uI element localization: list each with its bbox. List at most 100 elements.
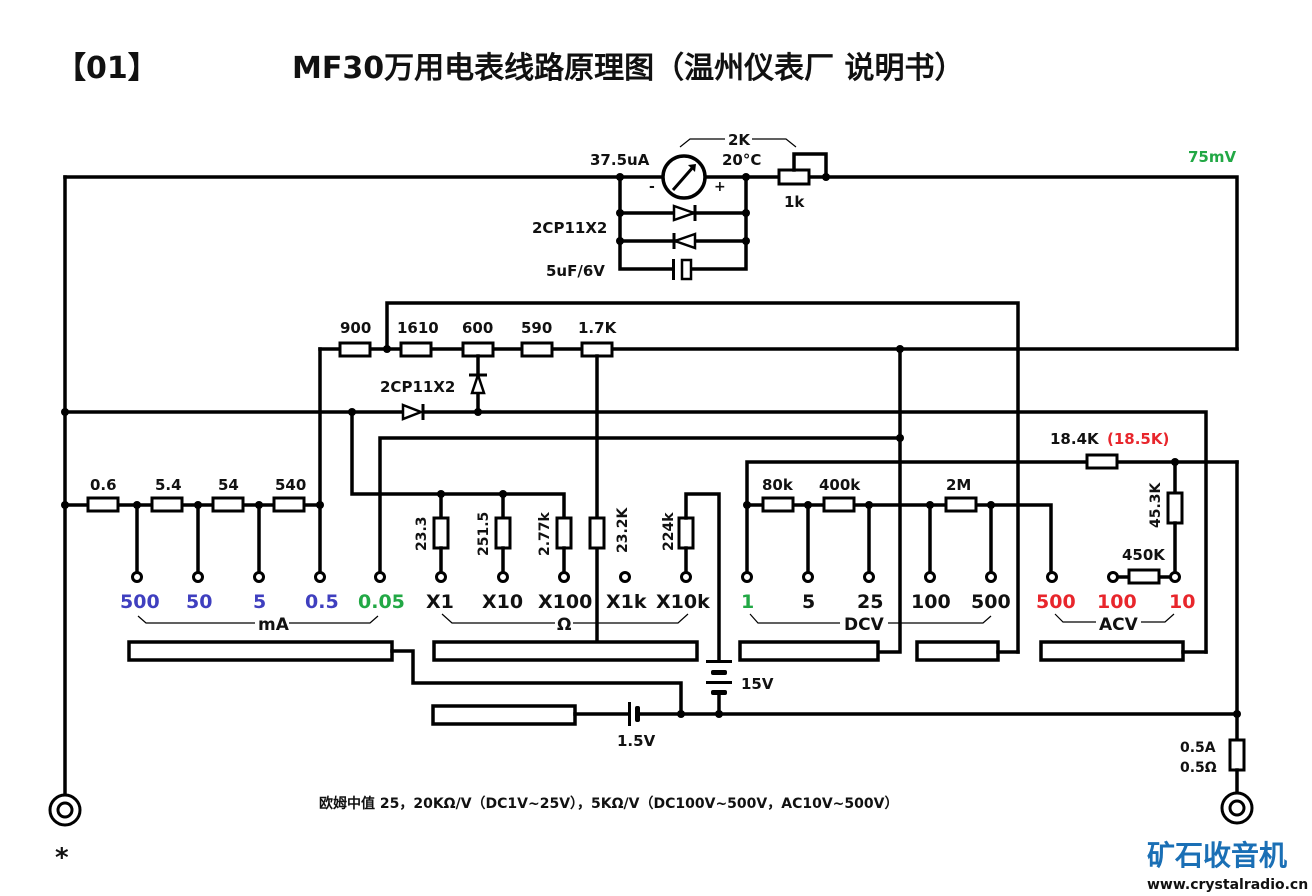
range-terminal-acv-10[interactable] xyxy=(1169,571,1181,583)
resistor-label: 54 xyxy=(218,476,239,494)
switch-contact-acv[interactable] xyxy=(1039,640,1185,662)
range-terminal-dcv-1[interactable] xyxy=(741,571,753,583)
fuse-current-label: 0.5A xyxy=(1180,740,1216,756)
brace-line xyxy=(1054,613,1096,623)
group-label-ma: mA xyxy=(258,615,290,635)
brace-line xyxy=(441,613,555,624)
group-label-acv: ACV xyxy=(1099,615,1139,635)
resistor-label: 600 xyxy=(462,319,493,337)
switch-contact-ma[interactable] xyxy=(127,640,394,662)
wire xyxy=(422,410,1208,654)
trim-pot-1k xyxy=(777,168,811,186)
pot-label: 1k xyxy=(784,193,805,211)
ohm-section: 23.3 251.5 2.77k 23.2K 224k X1 X10 X100 … xyxy=(414,490,721,662)
wire xyxy=(684,492,721,662)
resistor-224k xyxy=(677,516,695,550)
resistor-alt-label: (18.5K) xyxy=(1107,430,1169,448)
wire xyxy=(390,649,683,716)
resistor-1-7k xyxy=(580,341,614,358)
range-label-dcv: 5 xyxy=(802,591,815,613)
range-label-dcv: 25 xyxy=(857,591,883,613)
range-label-ma: 0.5 xyxy=(305,591,339,613)
range-terminal-ohm-x10[interactable] xyxy=(497,571,509,583)
range-terminal-ma-5[interactable] xyxy=(253,571,265,583)
range-label-ma: 50 xyxy=(186,591,212,613)
resistance-group-label: 2K xyxy=(728,131,751,149)
resistor-label: 590 xyxy=(521,319,552,337)
resistor-400k xyxy=(822,496,856,513)
resistor-5-4 xyxy=(150,496,184,513)
range-terminal-dcv-100[interactable] xyxy=(924,571,936,583)
brace-line xyxy=(289,615,379,624)
brand-url[interactable]: www.crystalradio.cn xyxy=(1147,877,1308,893)
range-terminal-ma-0-05[interactable] xyxy=(374,571,386,583)
range-terminal-ohm-x1[interactable] xyxy=(435,571,447,583)
brace-line xyxy=(752,138,797,148)
meter-minus-label: - xyxy=(649,179,655,195)
resistor-540 xyxy=(272,496,306,513)
wire xyxy=(618,175,675,271)
power-section: 15V 1.5V xyxy=(573,660,1241,750)
fuse-and-terminals: 0.5A 0.5Ω * xyxy=(48,738,1254,873)
resistor-900 xyxy=(338,341,372,358)
range-terminal-ohm-x100[interactable] xyxy=(558,571,570,583)
switch-contact-dcv-low[interactable] xyxy=(738,640,880,662)
common-mark: * xyxy=(55,843,69,873)
range-terminal-ma-0-5[interactable] xyxy=(314,571,326,583)
range-label-dcv: 100 xyxy=(911,591,951,613)
switch-contact-ohm[interactable] xyxy=(432,640,699,662)
brand-name: 矿石收音机 xyxy=(1147,839,1287,872)
wire xyxy=(745,460,1239,579)
resistor-80k xyxy=(761,496,795,513)
range-terminal-acv-500[interactable] xyxy=(1046,571,1058,583)
resistor-0-6 xyxy=(86,496,120,513)
range-terminal-ohm-x1k[interactable] xyxy=(619,571,631,583)
resistor-23-3 xyxy=(432,516,450,550)
range-terminal-ohm-x10k[interactable] xyxy=(680,571,692,583)
range-terminal-ma-50[interactable] xyxy=(192,571,204,583)
brace-line xyxy=(679,138,725,148)
range-terminal-dcv-500[interactable] xyxy=(985,571,997,583)
battery-15v-label: 15V xyxy=(741,675,774,693)
positive-jack-icon[interactable] xyxy=(1220,791,1254,825)
resistor-label: 2M xyxy=(946,476,971,494)
resistor-2-77k xyxy=(555,516,573,550)
range-label-acv: 100 xyxy=(1097,591,1137,613)
resistor-2m xyxy=(944,496,978,513)
diode-icon xyxy=(671,232,697,250)
wire xyxy=(807,175,1239,351)
range-terminal-acv-100[interactable] xyxy=(1107,571,1119,583)
meter-temperature-label: 20°C xyxy=(722,151,761,169)
brace-line xyxy=(749,613,840,624)
range-terminal-dcv-5[interactable] xyxy=(802,571,814,583)
range-terminal-dcv-25[interactable] xyxy=(863,571,875,583)
battery-1-5v-label: 1.5V xyxy=(617,732,656,750)
meter-block: - + 37.5uA 20°C 2K 1k 75mV xyxy=(63,131,1239,797)
range-terminal-ma-500[interactable] xyxy=(131,571,143,583)
group-label-ohm: Ω xyxy=(557,615,571,635)
switch-contact-battery[interactable] xyxy=(431,704,577,726)
diagram-title: MF30万用电表线路原理图（温州仪表厂 说明书） xyxy=(292,51,965,86)
diode-icon xyxy=(401,403,425,421)
meter-current-label: 37.5uA xyxy=(590,151,650,169)
switch-contact-dcv-high[interactable] xyxy=(915,640,1000,662)
common-jack-icon[interactable] xyxy=(48,793,82,827)
diode-pair-label: 2CP11X2 xyxy=(532,219,607,237)
resistor-251-5 xyxy=(494,516,512,550)
battery-15v-icon xyxy=(706,660,732,695)
capacitor-icon xyxy=(672,258,693,281)
resistor-label: 2.77k xyxy=(537,511,553,556)
resistor-label: 23.3 xyxy=(414,516,430,551)
resistor-23-2k xyxy=(588,516,606,550)
acv-section: 18.4K (18.5K) 45.3K 450K 500 100 10 ACV xyxy=(1036,430,1239,742)
resistor-label: 251.5 xyxy=(476,512,492,556)
wire xyxy=(385,301,1020,654)
diagram-index: 【01】 xyxy=(56,51,158,86)
meter-plus-label: + xyxy=(714,179,726,195)
range-label-ohm: X10k xyxy=(656,591,710,613)
fuse-icon xyxy=(1228,738,1246,772)
shunt-chain: 900 1610 600 590 1.7K 2CP11X2 xyxy=(61,301,1239,654)
range-label-acv: 500 xyxy=(1036,591,1076,613)
resistor-label: 450K xyxy=(1122,546,1166,564)
resistor-label: 1610 xyxy=(397,319,439,337)
